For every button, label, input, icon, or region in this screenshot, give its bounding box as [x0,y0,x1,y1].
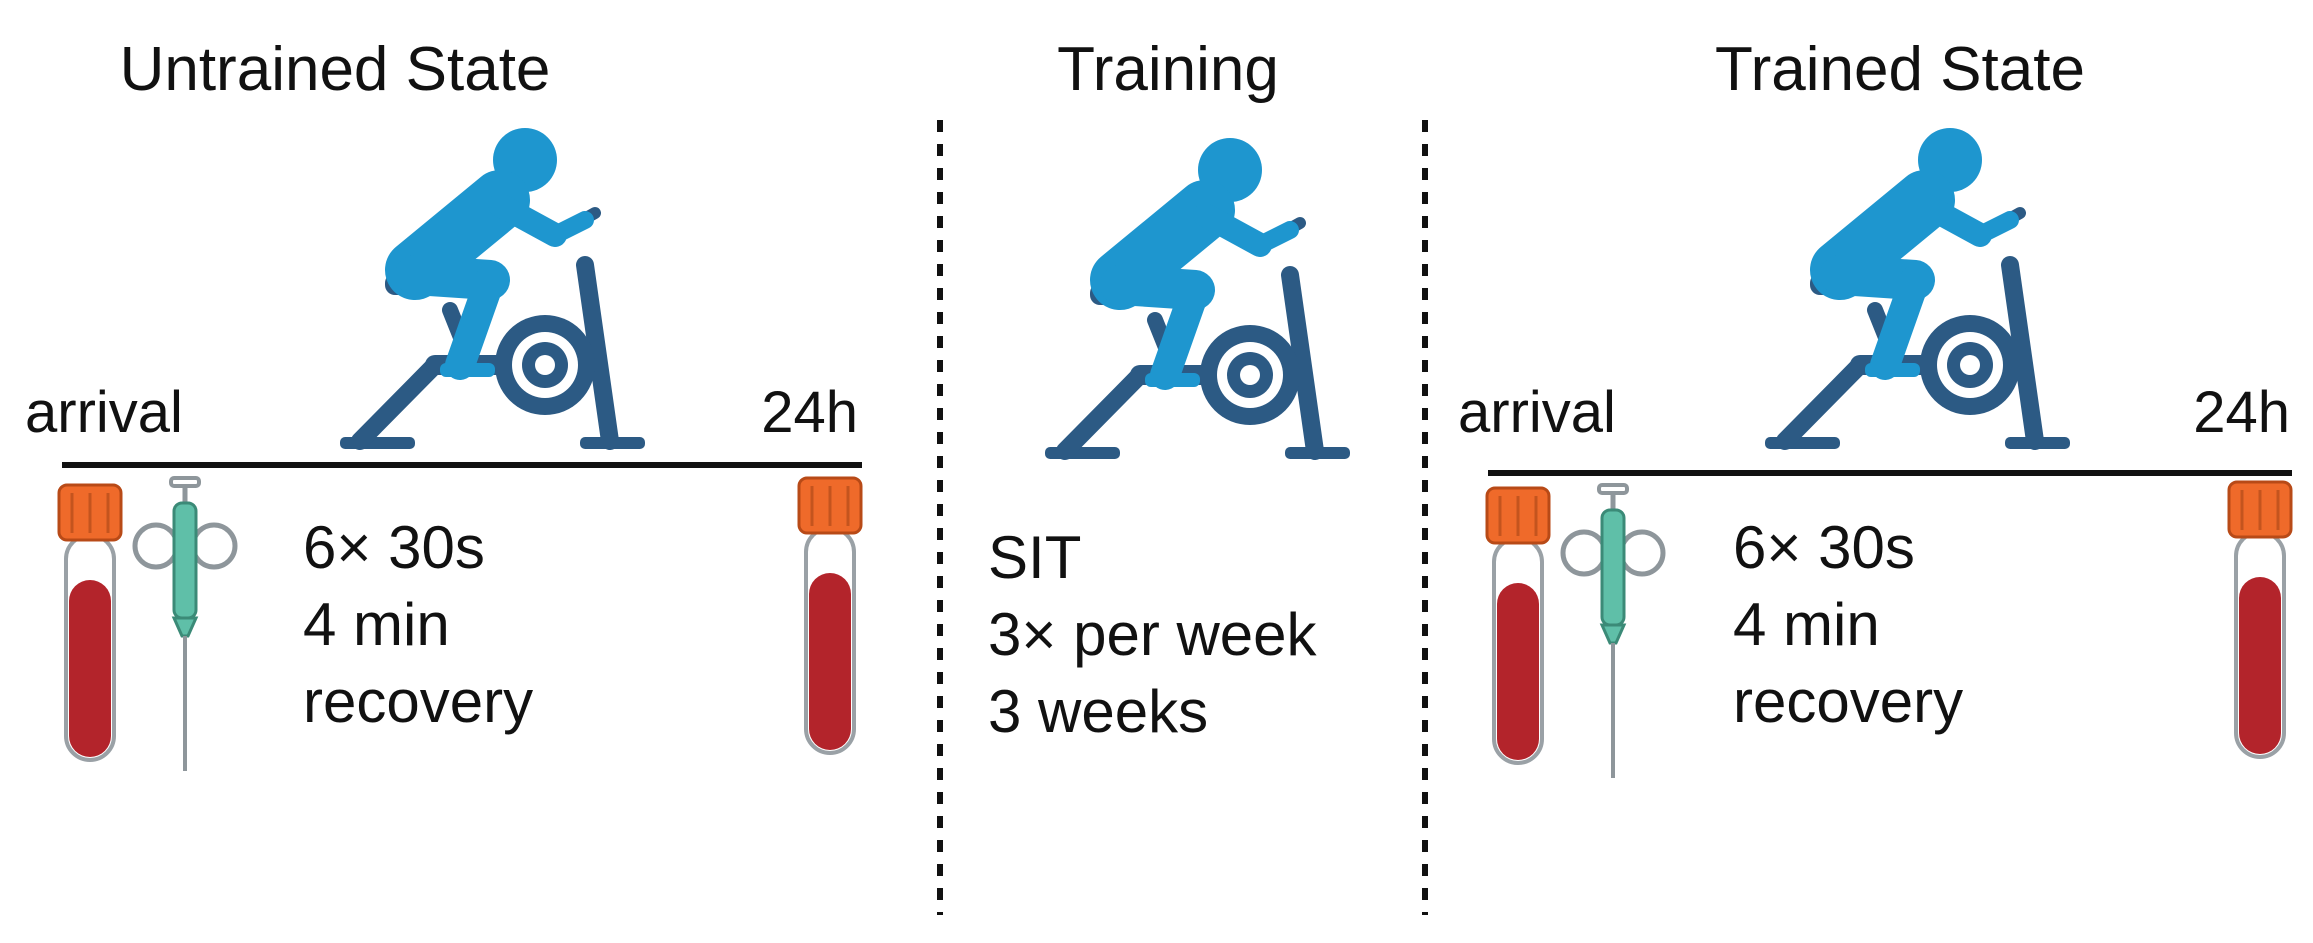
trained-protocol-line-1: 6× 30s [1733,514,1915,581]
training-protocol-line-1: SIT [988,524,1081,591]
biopsy-needle-icon [135,478,235,771]
spin-bike-rider-icon [1045,138,1350,459]
biopsy-needle-icon [1563,485,1663,778]
untrained-protocol-line-1: 6× 30s [303,514,485,581]
spin-bike-rider-icon [1765,128,2070,449]
untrained-protocol-line-2: 4 min [303,591,450,658]
blood-tube-icon [57,483,123,762]
untrained-24h-label: 24h [761,380,858,445]
training-protocol-line-3: 3 weeks [988,678,1208,745]
blood-tube-icon [797,476,863,755]
training-protocol-line-2: 3× per week [988,601,1318,668]
trained-arrival-label: arrival [1458,380,1616,445]
untrained-protocol-line-3: recovery [303,668,533,735]
trained-state-title: Trained State [1715,35,2085,104]
spin-bike-rider-icon [340,128,645,449]
untrained-arrival-label: arrival [25,380,183,445]
trained-protocol-line-3: recovery [1733,668,1963,735]
untrained-state-title: Untrained State [120,35,551,104]
trained-protocol-line-2: 4 min [1733,591,1880,658]
blood-tube-icon [2227,480,2293,759]
trained-24h-label: 24h [2193,380,2290,445]
blood-tube-icon [1485,486,1551,765]
training-title: Training [1057,35,1279,104]
